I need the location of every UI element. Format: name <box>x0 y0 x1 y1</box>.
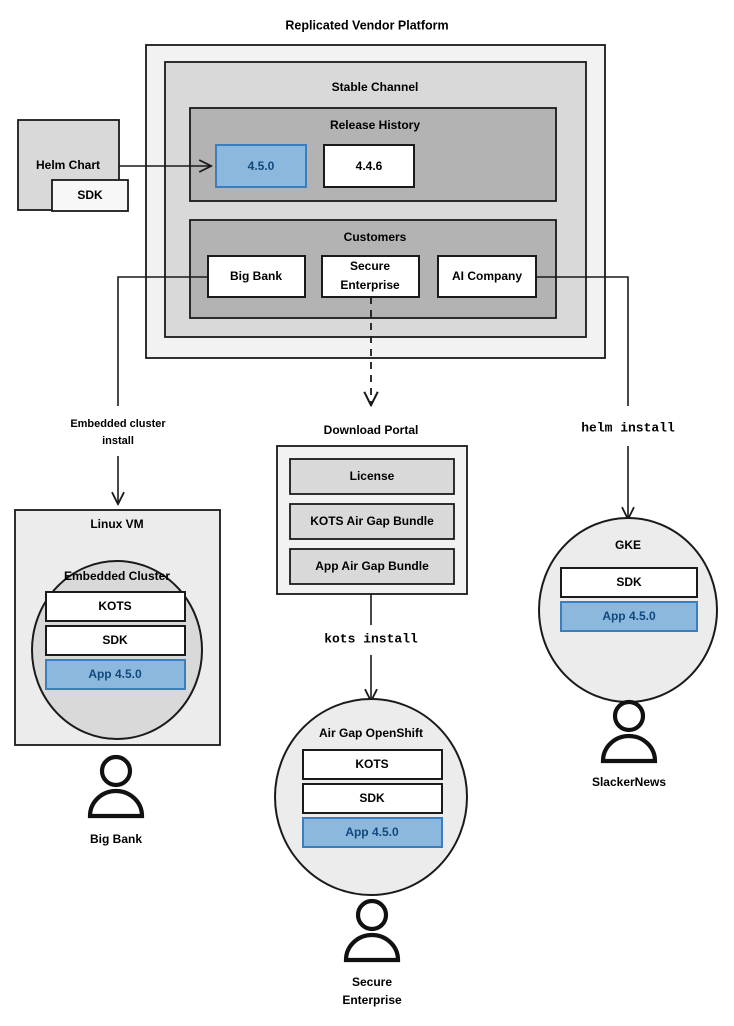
actor-secure-enterprise <box>343 898 401 963</box>
gke-label: GKE <box>615 538 641 552</box>
release-box-4-5-0[interactable]: 4.5.0 <box>215 144 307 188</box>
air-gap-openshift-label: Air Gap OpenShift <box>319 726 423 740</box>
release-box-4-4-6[interactable]: 4.4.6 <box>323 144 415 188</box>
edge-label-embedded-cluster-install-line2: install <box>102 435 134 447</box>
artifact-box-license[interactable]: License <box>289 458 455 495</box>
actor-label-big-bank: Big Bank <box>90 832 142 846</box>
component-label: App 4.5.0 <box>602 609 656 623</box>
artifact-label: KOTS Air Gap Bundle <box>310 514 434 528</box>
component-box-sdk[interactable]: SDK <box>302 783 443 814</box>
release-history-label: Release History <box>330 118 420 132</box>
component-label: App 4.5.0 <box>345 825 399 839</box>
actor-label-slackernews: SlackerNews <box>592 775 666 789</box>
download-portal-label: Download Portal <box>324 423 419 437</box>
customers-label: Customers <box>344 230 407 244</box>
helm-chart-label: Helm Chart <box>36 158 100 172</box>
component-box-sdk[interactable]: SDK <box>45 625 186 656</box>
customer-name-label: AI Company <box>452 269 522 283</box>
release-version-label: 4.4.6 <box>356 159 383 173</box>
actor-big-bank <box>87 754 145 819</box>
artifact-box-kots-air-gap-bundle[interactable]: KOTS Air Gap Bundle <box>289 503 455 540</box>
customer-box-ai-company[interactable]: AI Company <box>437 255 537 298</box>
component-box-sdk[interactable]: SDK <box>560 567 698 598</box>
customer-name-line2: Enterprise <box>340 278 400 292</box>
component-box-app[interactable]: App 4.5.0 <box>302 817 443 848</box>
customer-name-label: Big Bank <box>230 269 282 283</box>
component-box-app[interactable]: App 4.5.0 <box>560 601 698 632</box>
customer-name-line1: Secure <box>350 259 390 273</box>
stable-channel-label: Stable Channel <box>332 80 419 94</box>
component-box-kots[interactable]: KOTS <box>302 749 443 780</box>
component-label: SDK <box>359 791 385 805</box>
component-box-kots[interactable]: KOTS <box>45 591 186 622</box>
edge-label-kots-install: kots install <box>324 631 418 646</box>
edge-label-helm-install: helm install <box>581 420 675 435</box>
component-label: SDK <box>102 633 128 647</box>
actor-label-secure-enterprise-line2: Enterprise <box>342 993 402 1007</box>
component-label: KOTS <box>355 757 388 771</box>
edge-label-embedded-cluster-install-line1: Embedded cluster <box>70 418 166 430</box>
customer-box-big-bank[interactable]: Big Bank <box>207 255 306 298</box>
customer-box-secure-enterprise[interactable]: Secure Enterprise <box>321 255 420 298</box>
artifact-label: License <box>350 469 395 483</box>
release-version-label: 4.5.0 <box>248 159 275 173</box>
artifact-label: App Air Gap Bundle <box>315 559 429 573</box>
sdk-label: SDK <box>77 188 103 202</box>
page-title: Replicated Vendor Platform <box>285 18 448 32</box>
edge-big-bank-to-linux-vm <box>117 276 208 406</box>
component-label: App 4.5.0 <box>88 667 142 681</box>
artifact-box-app-air-gap-bundle[interactable]: App Air Gap Bundle <box>289 548 455 585</box>
actor-slackernews <box>600 699 658 764</box>
helm-chart-sdk-box[interactable]: SDK <box>51 179 129 212</box>
linux-vm-label: Linux VM <box>90 517 143 531</box>
component-label: KOTS <box>98 599 131 613</box>
component-box-app[interactable]: App 4.5.0 <box>45 659 186 690</box>
embedded-cluster-label: Embedded Cluster <box>64 569 170 583</box>
actor-label-secure-enterprise-line1: Secure <box>352 975 392 989</box>
edge-ai-company-to-gke <box>536 276 629 406</box>
component-label: SDK <box>616 575 642 589</box>
